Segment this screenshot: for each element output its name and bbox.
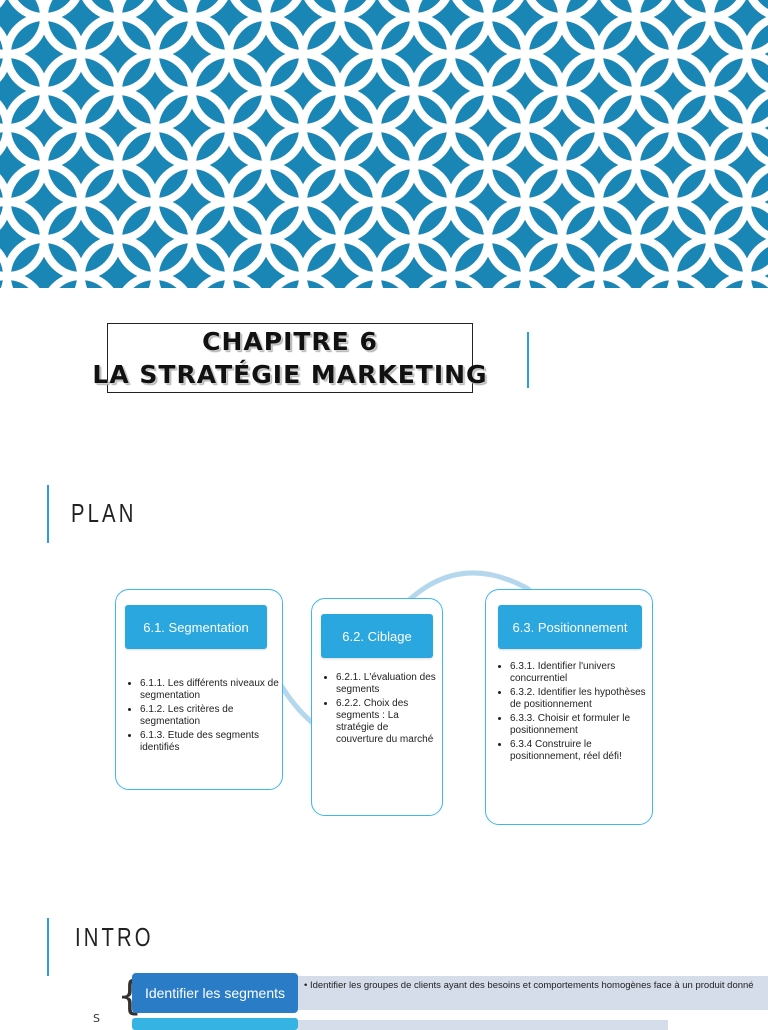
intro-row-label: Identifier les segments	[132, 973, 298, 1013]
plan-accent-line	[47, 485, 49, 543]
list-item: 6.1.3. Etude des segments identifiés	[140, 730, 288, 754]
chapter-title-box: CHAPITRE 6 LA STRATÉGIE MARKETING	[92, 323, 487, 393]
intro-row-description: • Identifier les groupes de clients ayan…	[298, 976, 768, 1010]
chapter-title-line2: LA STRATÉGIE MARKETING	[92, 360, 488, 389]
list-item: 6.3.2. Identifier les hypothèses de posi…	[510, 687, 656, 711]
card-list-segmentation: 6.1.1. Les différents niveaux de segment…	[126, 678, 288, 756]
card-list-positionnement: 6.3.1. Identifier l'univers concurrentie…	[496, 661, 656, 765]
chapter-title-line1: CHAPITRE 6	[202, 327, 378, 356]
plan-card-positionnement: 6.3. Positionnement 6.3.1. Identifier l'…	[485, 589, 653, 825]
intro-desc-text: Identifier les groupes de clients ayant …	[309, 980, 754, 991]
title-accent-line	[527, 332, 529, 388]
plan-heading: PLAN	[71, 498, 137, 528]
card-header-ciblage: 6.2. Ciblage	[321, 614, 433, 658]
card-list-ciblage: 6.2.1. L'évaluation des segments 6.2.2. …	[322, 672, 436, 748]
intro-accent-line	[47, 918, 49, 976]
list-item: 6.1.2. Les critères de segmentation	[140, 704, 288, 728]
list-item: 6.3.3. Choisir et formuler le positionne…	[510, 713, 656, 737]
card-header-positionnement: 6.3. Positionnement	[498, 605, 642, 649]
plan-card-segmentation: 6.1. Segmentation 6.1.1. Les différents …	[115, 589, 283, 790]
list-item: 6.3.4 Construire le positionnement, réel…	[510, 739, 656, 763]
list-item: 6.1.1. Les différents niveaux de segment…	[140, 678, 288, 702]
list-item: 6.2.2. Choix des segments : La stratégie…	[336, 698, 436, 746]
intro-side-letter: S	[93, 1012, 100, 1025]
cover-pattern-banner	[0, 0, 768, 288]
intro-bullet: •	[304, 980, 310, 991]
list-item: 6.3.1. Identifier l'univers concurrentie…	[510, 661, 656, 685]
card-header-segmentation: 6.1. Segmentation	[125, 605, 267, 649]
list-item: 6.2.1. L'évaluation des segments	[336, 672, 436, 696]
intro-next-row-header	[132, 1018, 298, 1030]
intro-next-row-desc	[298, 1020, 668, 1030]
intro-heading: INTRO	[75, 922, 154, 952]
intro-row: Identifier les segments • Identifier les…	[132, 973, 768, 1013]
plan-card-ciblage: 6.2. Ciblage 6.2.1. L'évaluation des seg…	[311, 598, 443, 816]
